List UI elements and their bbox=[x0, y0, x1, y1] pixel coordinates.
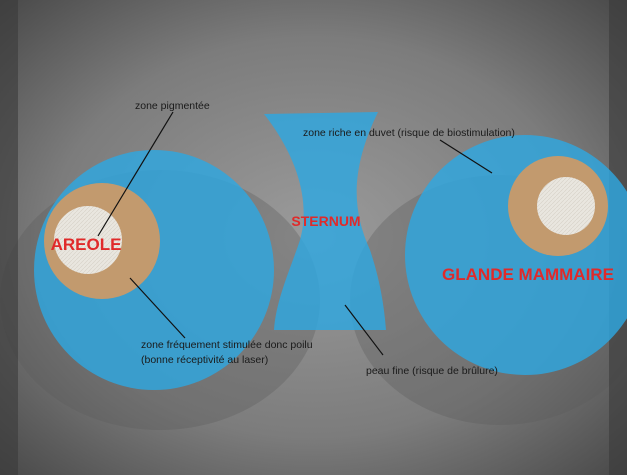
down-zone-label: zone riche en duvet (risque de biostimul… bbox=[303, 127, 515, 139]
leader-pigmented-zone bbox=[97, 111, 174, 237]
leader-down-zone bbox=[439, 139, 493, 174]
thin-skin-label: peau fine (risque de brûlure) bbox=[366, 365, 498, 377]
sternum-zone bbox=[264, 112, 386, 330]
stimulated-zone-label-line2: (bonne réceptivité au laser) bbox=[141, 354, 268, 366]
stimulated-zone-label-line1: zone fréquement stimulée donc poilu bbox=[141, 339, 313, 351]
leader-thin-skin bbox=[344, 304, 384, 356]
areola-label: AREOLE bbox=[51, 235, 122, 254]
right-nipple bbox=[537, 177, 595, 235]
leader-stimulated-zone bbox=[129, 277, 186, 339]
gland-label: GLANDE MAMMAIRE bbox=[442, 265, 614, 284]
pigmented-zone-label: zone pigmentée bbox=[135, 100, 210, 112]
left-edge-dark bbox=[0, 0, 18, 475]
sternum-label: STERNUM bbox=[291, 213, 360, 229]
left-nipple bbox=[54, 206, 122, 274]
